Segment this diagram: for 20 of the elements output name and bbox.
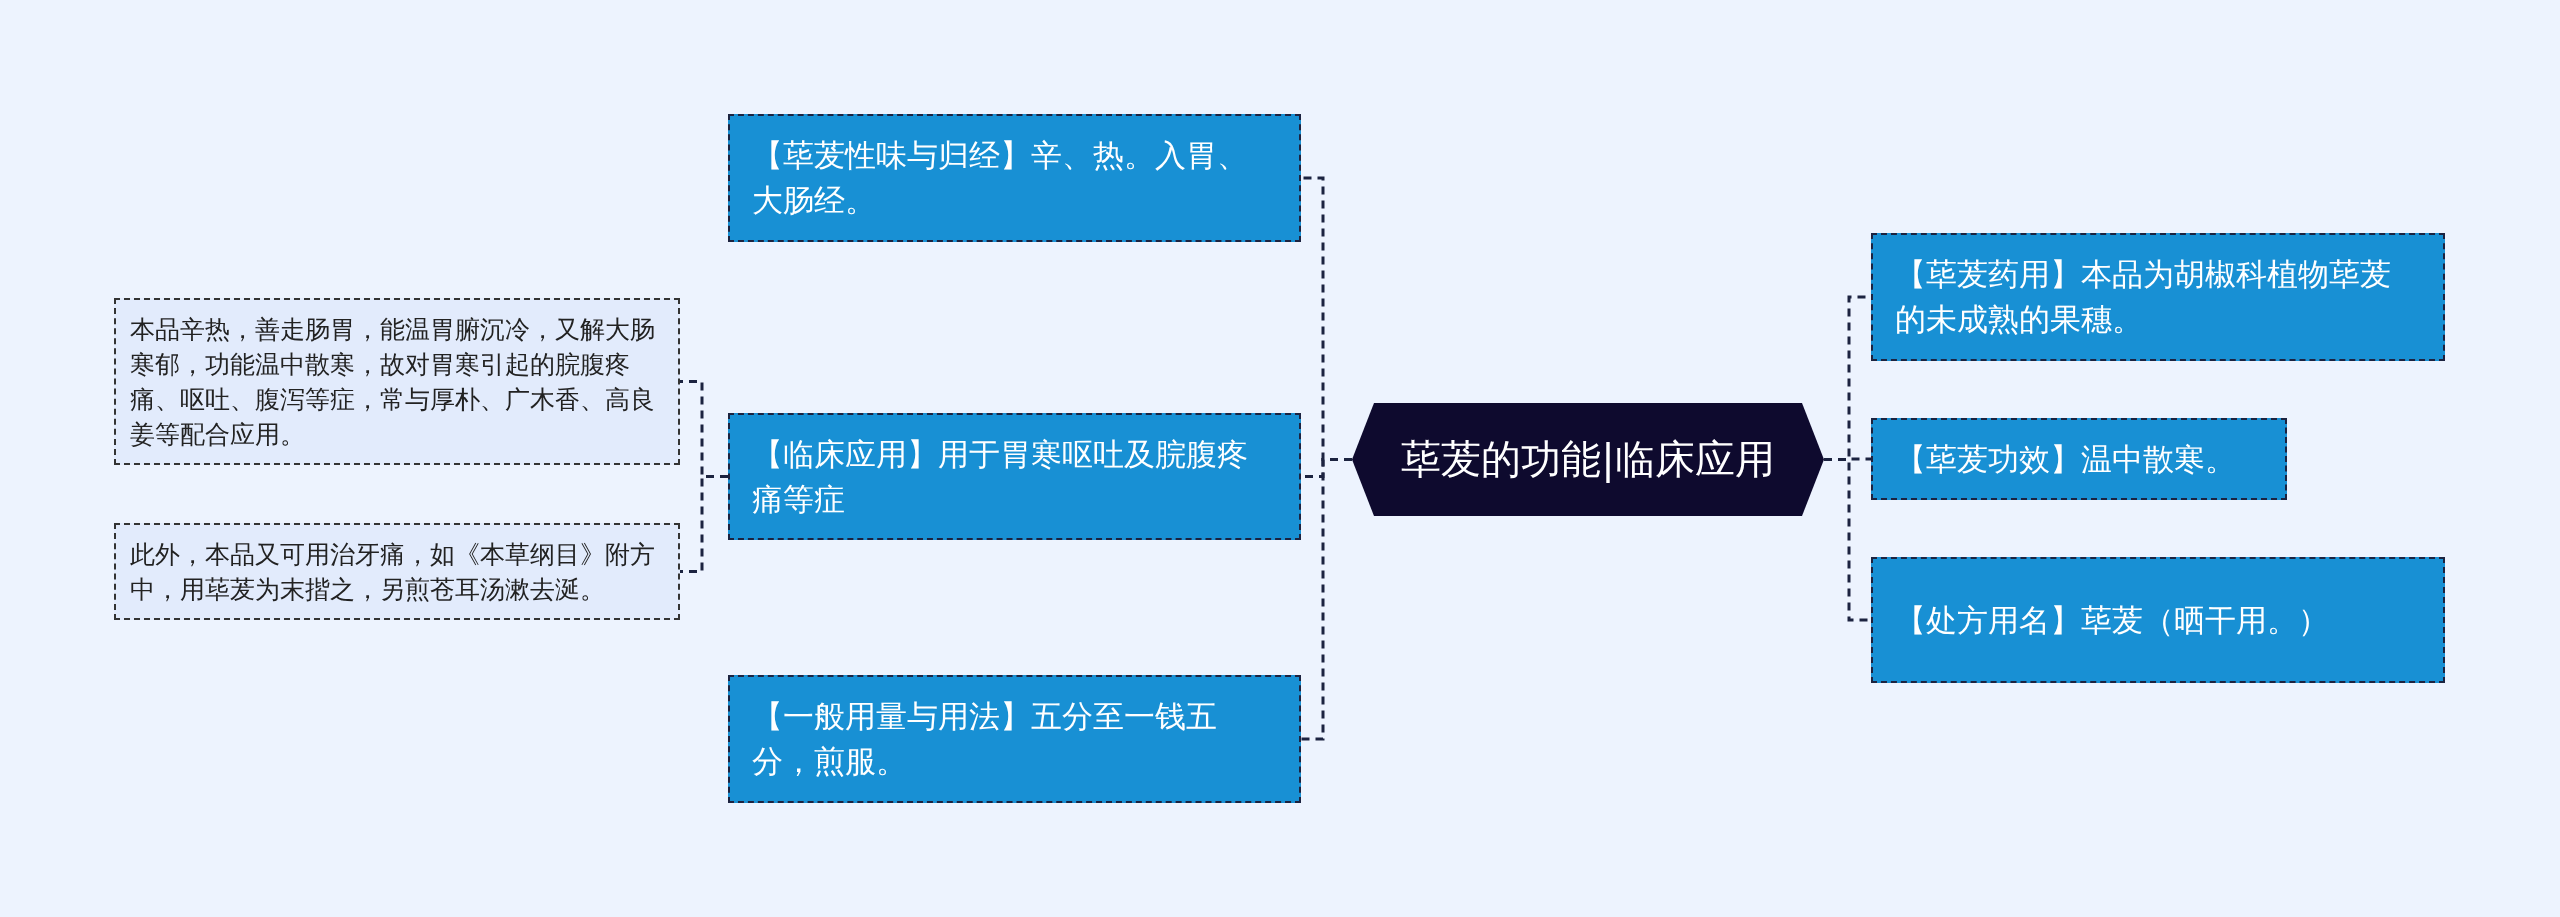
topic-box: [728, 413, 1301, 540]
node-text: 【处方用名】荜茇（晒干用。）: [1895, 600, 2329, 640]
connector-line: [1301, 458, 1352, 741]
node-text: 本品辛热，善走肠胃，能温胃腑沉冷，又解大肠寒郁，功能温中散寒，故对胃寒引起的脘腹疼痛、呕吐、腹泻等症，常与厚朴、广木香、高良姜等配合应用。: [130, 313, 656, 451]
note-box: [114, 523, 680, 620]
node-text: 【荜茇功效】温中散寒。: [1895, 439, 2236, 479]
node-text: 【一般用量与用法】五分至一钱五分，煎服。: [752, 697, 1218, 781]
node-text: 此外，本品又可用治牙痛，如《本草纲目》附方中，用荜茇为末揩之，另煎苍耳汤漱去涎。: [130, 538, 656, 606]
topic-box: [1871, 418, 2287, 500]
node-text: 【荜茇性味与归经】辛、热。入胃、大肠经。: [752, 136, 1249, 220]
node-text: 荜茇的功能|临床应用: [1401, 435, 1775, 485]
topic-box: [1871, 557, 2445, 683]
node-text: 【临床应用】用于胃寒呕吐及脘腹疼痛等症: [752, 434, 1249, 519]
note-box: [114, 298, 680, 465]
topic-box: [728, 114, 1301, 242]
connector-line: [1824, 458, 1871, 622]
node-text: 【荜茇药用】本品为胡椒科植物荜茇的未成熟的果穗。: [1895, 255, 2392, 339]
topic-box: [728, 675, 1301, 803]
connector-line: [680, 475, 728, 573]
topic-box: [1871, 233, 2445, 361]
